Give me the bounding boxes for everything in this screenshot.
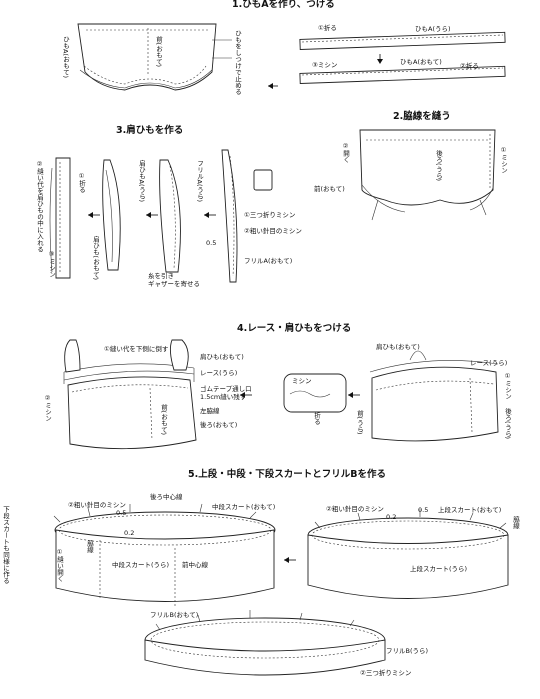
s1-bodice (77, 23, 232, 91)
s4-shoulder-label: 肩ひも(おもて) (200, 353, 244, 361)
s3-gather-label: 糸を引き ギャザーを寄せる (148, 272, 200, 289)
s4-arrows (240, 392, 360, 398)
s5-frill-b (144, 610, 386, 676)
s4-mae-ura-label: 前(うら) (355, 410, 364, 435)
s3-strap-1 (49, 157, 71, 279)
s3-num-label: 0.5 (206, 239, 217, 247)
s4-lace-label: レース(うら) (200, 369, 238, 377)
s3-fold-label: ①折る (77, 172, 86, 193)
s5-upper-ura-label: 上段スカート(うら) (410, 565, 468, 573)
s5-frill-b-ura-label: フリルB(うら) (386, 647, 429, 655)
s1-himo-a-ura-label: ひもA(うら) (415, 25, 451, 33)
s4-seam-down-label: ①縫い代を下側に倒す (104, 345, 169, 353)
s3-strap-omote-label: 肩ひも(おもて) (91, 236, 100, 281)
s5-upper-skirt (307, 509, 509, 599)
s5-mitsuori-label: ②三つ折りミシン (360, 669, 412, 677)
s5-lower-skirt-label: 下段スカートも同様に作る (1, 506, 10, 584)
s1-himo-a-omote-label: ひもA(おもて) (400, 58, 442, 66)
s1-fold2-label: ②折る (460, 62, 479, 70)
s5-coarse2-label: ②粗い針目のミシン (326, 505, 384, 513)
s2-front-omote-label: 前(おもて) (314, 185, 345, 193)
s3-coarse-label: ②粗い針目のミシン (244, 227, 302, 235)
section-title-2: 2.脇線を縫う (393, 111, 451, 122)
s3-insert-label: ②縫い代を肩ひもの中に入れる (35, 160, 44, 253)
s2-back-center-label: 後ろ(うら) (434, 150, 443, 182)
s3-mitsuori-label: ①三つ折りミシン (244, 211, 296, 219)
s1-himo-a-left-label: ひもA(おもて) (61, 36, 70, 79)
s5-frill-b-label: フリルB(おもて) (150, 611, 199, 619)
s3-strap-2 (102, 159, 121, 271)
s4-left-bodice (63, 339, 197, 450)
s3-sew-label: ③ミシン (47, 250, 56, 278)
s1-front-center-label: 前(おもて) (154, 36, 163, 68)
s5-mid-skirt (53, 503, 276, 608)
s5-n02-label: 0.2 (124, 529, 135, 537)
s4-rubber2-label: 1.5cm縫い残す (200, 393, 247, 401)
s3-strap-a-label: 肩ひもA(うら) (137, 160, 146, 203)
s5-back-center-label: 後ろ中心線 (150, 493, 183, 501)
s5-open-label: ①縫い開く (55, 548, 64, 582)
s4-shoulder2-label: 肩ひも(おもて) (376, 343, 420, 351)
s3-strap-frill (159, 159, 181, 273)
s5-n02b-label: 0.2 (386, 513, 397, 521)
s4-inset (283, 373, 347, 413)
s4-right-bodice (369, 350, 499, 442)
s4-fold-label: 折る (312, 412, 321, 425)
s1-sew-label: ③ミシン (312, 61, 338, 69)
s1-himo-strip-2 (299, 65, 506, 84)
s5-side2-label: 脇線 (511, 516, 520, 529)
s4-mishin-label: ミシン (292, 377, 312, 385)
s5-n05-label: 0.5 (116, 509, 127, 517)
s4-lace2-label: レース(うら) (470, 359, 508, 367)
s1-himo-attach-label: ひもをしつけで止める (233, 30, 242, 95)
section-title-3: 3.肩ひもを作る (116, 125, 184, 136)
s1-arrow-left (268, 83, 278, 89)
s4-back-label: 後ろ(おもて) (200, 421, 238, 429)
s5-n05b-label: 0.5 (418, 506, 429, 514)
s4-front-label: 前(おもて) (159, 404, 168, 436)
s5-coarse-label: ②粗い針目のミシン (68, 501, 126, 509)
s5-mid-skirt-label: 中段スカート(おもて) (212, 503, 276, 511)
s2-sew-label: ①ミシン (499, 146, 508, 174)
section-title-5: 5.上段・中段・下段スカートとフリルBを作る (188, 469, 386, 480)
s3-frill-a (221, 149, 273, 283)
s4-side-label: 左脇線 (200, 407, 220, 415)
s5-mid-ura-label: 中段スカート(うら) (112, 561, 170, 569)
s4-mishin3-label: ①ミシン (503, 372, 512, 400)
section-title-1: 1.ひもAを作り、つける (232, 0, 335, 10)
s4-ushiro-ura-label: 後ろ(うら) (503, 408, 512, 440)
s1-himo-strip-1 (299, 31, 506, 50)
s2-open-label: ②開く (341, 142, 350, 163)
s5-upper-label: 上段スカート(おもて) (438, 506, 502, 514)
s5-side-label: 脇線 (85, 540, 94, 553)
s3-frill-a-label: フリルA(うら) (195, 160, 204, 203)
section-title-4: 4.レース・肩ひもをつける (237, 323, 352, 334)
s3-frill-a-omote-label: フリルA(おもて) (244, 257, 293, 265)
s4-rubber-label: ゴムテープ通し口 (200, 385, 252, 393)
s4-sew-label: ②ミシン (43, 394, 52, 422)
s5-front-center-label: 前中心線 (182, 561, 208, 569)
s1-fold1-label: ①折る (318, 24, 337, 32)
s3-arrows (88, 212, 216, 218)
s2-bodice (359, 129, 496, 221)
